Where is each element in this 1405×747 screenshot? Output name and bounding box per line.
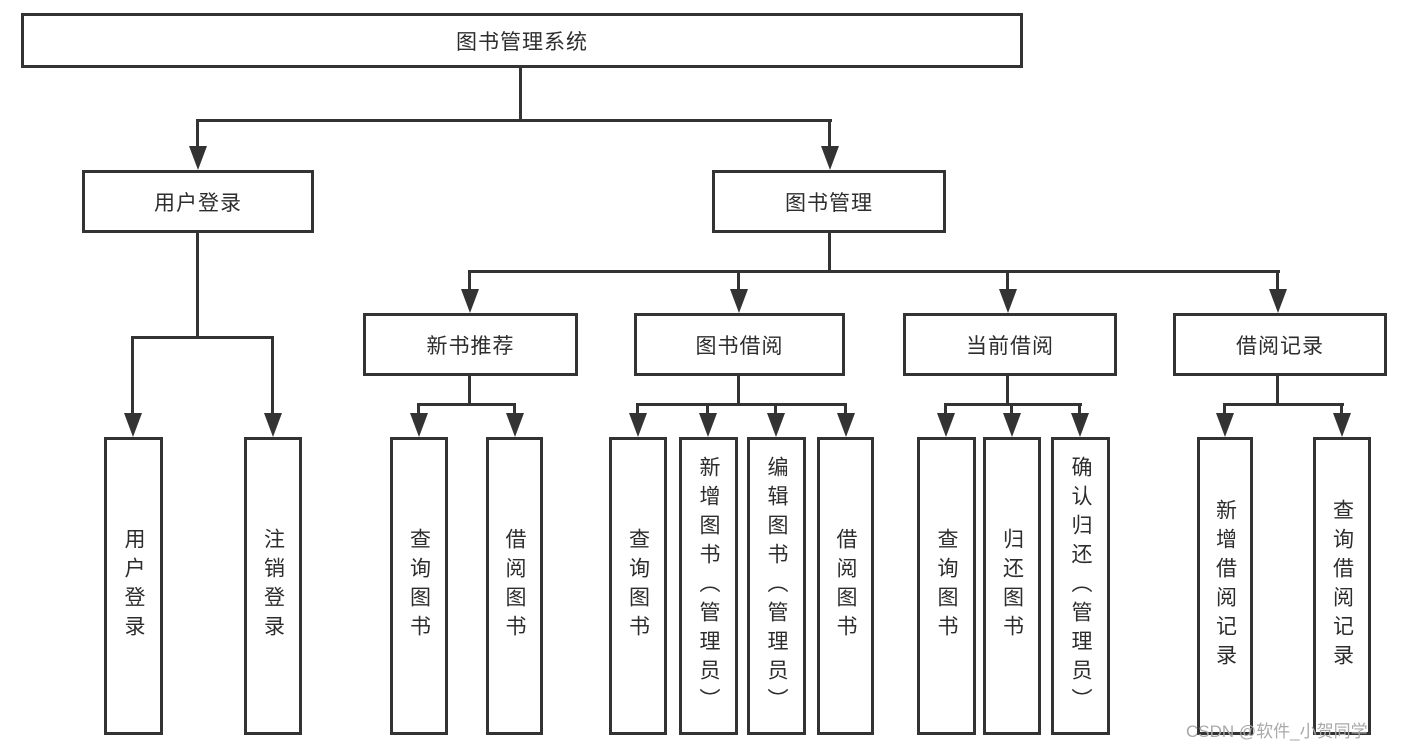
- connector-line: [131, 336, 274, 339]
- arrow-down-icon: [1333, 413, 1351, 437]
- arrow-down-icon: [124, 413, 142, 437]
- leaf-add-borrow-record-label: 新增借阅记录: [1213, 499, 1237, 673]
- arrow-down-icon: [999, 289, 1017, 313]
- leaf-add-books-admin-label: 新增图书（管理员）: [697, 455, 720, 717]
- connector-line: [844, 403, 847, 415]
- connector-line: [196, 119, 832, 122]
- leaf-confirm-return-admin-label: 确认归还（管理员）: [1069, 455, 1092, 717]
- leaf-confirm-return-admin: 确认归还（管理员）: [1051, 437, 1110, 735]
- arrow-down-icon: [189, 146, 207, 170]
- node-borrowing-records-label: 借阅记录: [1236, 334, 1324, 358]
- connector-line: [131, 336, 134, 415]
- leaf-borrow-books-2-label: 借阅图书: [834, 528, 857, 644]
- connector-line: [1078, 403, 1081, 415]
- node-root: 图书管理系统: [21, 13, 1023, 68]
- connector-line: [737, 374, 740, 406]
- node-current-borrowing-label: 当前借阅: [966, 334, 1054, 358]
- node-new-book-recommendation-label: 新书推荐: [426, 334, 515, 358]
- leaf-query-books-2: 查询图书: [609, 437, 667, 735]
- leaf-query-books-3-label: 查询图书: [935, 528, 958, 644]
- arrow-down-icon: [506, 413, 524, 437]
- leaf-add-books-admin: 新增图书（管理员）: [679, 437, 738, 735]
- connector-line: [636, 403, 847, 406]
- node-user-login-branch: 用户登录: [82, 170, 314, 233]
- connector-line: [737, 270, 740, 292]
- connector-line: [196, 233, 199, 339]
- node-borrowing-records: 借阅记录: [1173, 313, 1387, 376]
- connector-line: [1006, 270, 1009, 292]
- arrow-down-icon: [1071, 413, 1089, 437]
- node-current-borrowing: 当前借阅: [903, 313, 1117, 376]
- connector-line: [1223, 403, 1226, 415]
- connector-line: [944, 403, 1082, 406]
- leaf-query-books-3: 查询图书: [917, 437, 976, 735]
- connector-line: [468, 270, 471, 292]
- connector-line: [1340, 403, 1343, 415]
- node-book-borrowing-label: 图书借阅: [695, 334, 784, 358]
- connector-line: [196, 119, 199, 146]
- leaf-borrow-books-1: 借阅图书: [486, 437, 543, 735]
- connector-line: [1006, 374, 1009, 406]
- arrow-down-icon: [461, 289, 479, 313]
- arrow-down-icon: [837, 413, 855, 437]
- connector-line: [944, 403, 947, 415]
- connector-line: [636, 403, 639, 415]
- connector-line: [706, 403, 709, 415]
- arrow-down-icon: [264, 413, 282, 437]
- arrow-down-icon: [821, 146, 839, 170]
- node-new-book-recommendation: 新书推荐: [363, 313, 578, 376]
- connector-line: [828, 119, 831, 146]
- arrow-down-icon: [730, 289, 748, 313]
- leaf-edit-books-admin: 编辑图书（管理员）: [747, 437, 806, 735]
- leaf-borrow-books-2: 借阅图书: [817, 437, 874, 735]
- connector-line: [828, 233, 831, 273]
- arrow-down-icon: [410, 413, 428, 437]
- leaf-logout: 注销登录: [244, 437, 302, 735]
- connector-line: [774, 403, 777, 415]
- connector-line: [1223, 403, 1344, 406]
- csdn-watermark: CSDN @软件_小贺同学: [1186, 722, 1368, 741]
- arrow-down-icon: [937, 413, 955, 437]
- leaf-query-borrow-record: 查询借阅记录: [1313, 437, 1371, 735]
- connector-line: [271, 336, 274, 415]
- leaf-borrow-books-1-label: 借阅图书: [503, 528, 526, 644]
- connector-line: [417, 403, 516, 406]
- leaf-query-books-1: 查询图书: [390, 437, 448, 735]
- node-book-management: 图书管理: [712, 170, 946, 233]
- leaf-logout-label: 注销登录: [261, 528, 285, 644]
- leaf-return-books-label: 归还图书: [1000, 528, 1024, 644]
- leaf-return-books: 归还图书: [983, 437, 1041, 735]
- connector-line: [468, 374, 471, 406]
- connector-line: [1276, 374, 1279, 406]
- leaf-edit-books-admin-label: 编辑图书（管理员）: [765, 455, 788, 717]
- arrow-down-icon: [699, 413, 717, 437]
- leaf-user-login-label: 用户登录: [122, 528, 145, 644]
- connector-line: [1276, 270, 1279, 292]
- connector-line: [1010, 403, 1013, 415]
- node-root-label: 图书管理系统: [456, 30, 588, 54]
- arrow-down-icon: [767, 413, 785, 437]
- arrow-down-icon: [629, 413, 647, 437]
- connector-line: [468, 270, 1280, 273]
- leaf-query-books-1-label: 查询图书: [407, 528, 431, 644]
- arrow-down-icon: [1269, 289, 1287, 313]
- arrow-down-icon: [1003, 413, 1021, 437]
- leaf-user-login: 用户登录: [104, 437, 163, 735]
- node-book-borrowing: 图书借阅: [634, 313, 845, 376]
- leaf-query-books-2-label: 查询图书: [626, 528, 650, 644]
- node-user-login-branch-label: 用户登录: [154, 191, 242, 215]
- arrow-down-icon: [1216, 413, 1234, 437]
- connector-line: [519, 67, 522, 119]
- connector-line: [417, 403, 420, 415]
- connector-line: [513, 403, 516, 415]
- leaf-query-borrow-record-label: 查询借阅记录: [1330, 499, 1354, 673]
- node-book-management-label: 图书管理: [785, 191, 873, 215]
- leaf-add-borrow-record: 新增借阅记录: [1197, 437, 1253, 735]
